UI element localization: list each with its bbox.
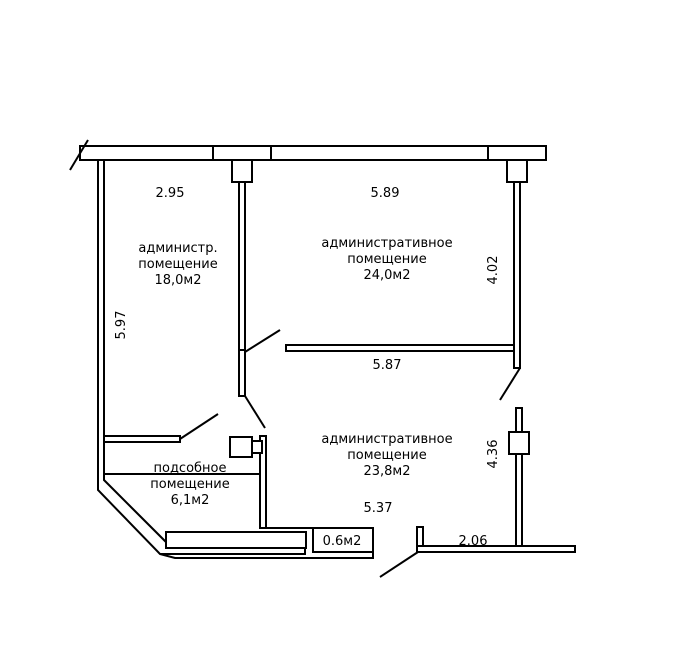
svg-text:24,0м2: 24,0м2 <box>363 268 410 283</box>
dim-room3-height: 4.36 <box>486 440 501 469</box>
room-label-admin-23-8: административное помещение 23,8м2 <box>321 432 452 479</box>
room-label-admin-24: административное помещение 24,0м2 <box>321 236 452 283</box>
svg-text:23,8м2: 23,8м2 <box>363 464 410 479</box>
svg-text:помещение: помещение <box>138 257 217 272</box>
partition-room1-room4 <box>103 413 219 443</box>
dim-room2-width: 5.89 <box>371 186 400 201</box>
svg-text:помещение: помещение <box>150 477 229 492</box>
utility-fixture <box>229 435 267 529</box>
room-label-admin-18: администр. помещение 18,0м2 <box>138 241 217 288</box>
right-wall-room2 <box>285 181 521 401</box>
dim-room3-bottom: 2.06 <box>459 534 488 549</box>
top-wall <box>69 139 546 171</box>
partition-room1-room2 <box>238 181 281 429</box>
svg-text:6,1м2: 6,1м2 <box>171 493 210 508</box>
dim-room2-height: 4.02 <box>486 256 501 285</box>
dim-room1-height: 5.97 <box>114 311 129 340</box>
svg-text:администр.: администр. <box>138 241 217 256</box>
svg-text:помещение: помещение <box>347 252 426 267</box>
svg-text:административное: административное <box>321 432 452 447</box>
room-label-utility: подсобное помещение 6,1м2 <box>150 461 229 508</box>
dim-room3-width: 5.37 <box>364 501 393 516</box>
small-room-area: 0.6м2 <box>323 534 362 549</box>
column-right <box>487 145 547 183</box>
svg-text:18,0м2: 18,0м2 <box>154 273 201 288</box>
bottom-wall <box>103 473 374 559</box>
svg-text:подсобное: подсобное <box>153 461 226 476</box>
right-wall-room3 <box>379 407 576 578</box>
dim-room2-bottom: 5.87 <box>373 358 402 373</box>
svg-text:помещение: помещение <box>347 448 426 463</box>
dim-room1-width: 2.95 <box>156 186 185 201</box>
svg-text:административное: административное <box>321 236 452 251</box>
column-left <box>212 145 272 183</box>
